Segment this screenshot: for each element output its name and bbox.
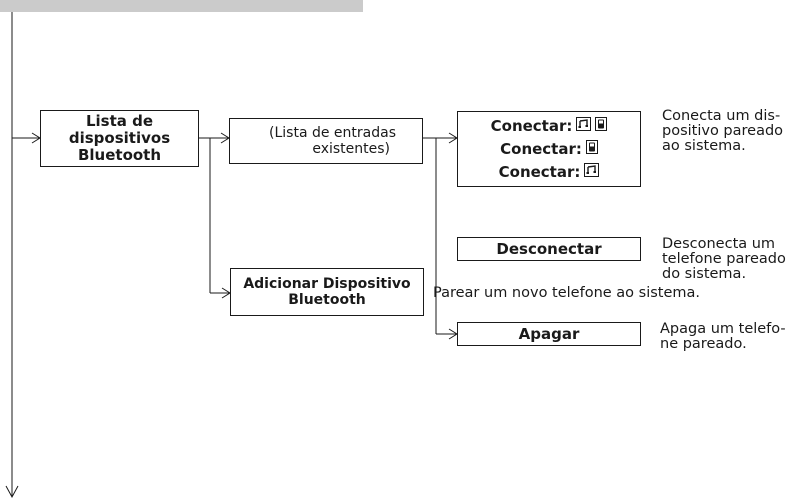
connect-desc-line-3: ao sistema. <box>662 138 746 154</box>
delete-desc-line-2: ne pareado. <box>660 336 747 352</box>
connect-box[interactable]: Conectar: Conectar: Conectar: <box>457 111 641 187</box>
disconnect-description: Desconecta um telefone pareado do sistem… <box>662 237 802 282</box>
entries-line-2: existentes) <box>312 141 390 157</box>
connect-row-phone[interactable]: Conectar: <box>500 140 598 158</box>
device-list-line-2: dispositivos <box>68 129 171 147</box>
delete-desc-line-1: Apaga um telefo- <box>660 321 786 337</box>
entries-box[interactable]: (Lista de entradas existentes) <box>229 118 423 164</box>
delete-description: Apaga um telefo- ne pareado. <box>660 322 802 352</box>
connect-label-3: Conectar: <box>498 162 581 181</box>
device-list-box[interactable]: Lista de dispositivos Bluetooth <box>40 110 199 167</box>
connect-row-music[interactable]: Conectar: <box>499 163 600 181</box>
device-list-line-1: Lista de <box>85 112 154 130</box>
disconnect-box[interactable]: Desconectar <box>457 237 641 261</box>
trunk-arrowhead <box>5 485 19 499</box>
disconnect-desc-line-3: do sistema. <box>662 266 747 282</box>
delete-label: Apagar <box>518 324 580 343</box>
add-device-description: Parear um novo telefone ao sistema. <box>433 285 701 301</box>
connect-description: Conecta um dis- positivo pareado ao sist… <box>662 109 802 154</box>
connect-desc-line-2: positivo pareado <box>662 123 784 139</box>
disconnect-desc-line-2: telefone pareado <box>662 251 786 267</box>
music-icon <box>576 117 592 135</box>
device-list-line-3: Bluetooth <box>77 146 162 164</box>
entries-line-1: (Lista de entradas <box>269 125 396 141</box>
connect-label-1: Conectar: <box>490 116 573 135</box>
disconnect-desc-line-1: Desconecta um <box>662 236 776 252</box>
phone-icon <box>595 117 608 135</box>
connect-row-music-phone[interactable]: Conectar: <box>491 117 608 135</box>
header-bar <box>0 0 363 12</box>
add-device-box[interactable]: Adicionar Dispositivo Bluetooth <box>230 268 424 316</box>
add-device-line-1: Adicionar Dispositivo <box>243 276 411 292</box>
disconnect-label: Desconectar <box>496 239 602 258</box>
connect-desc-line-1: Conecta um dis- <box>662 108 781 124</box>
connect-label-2: Conectar: <box>500 139 582 158</box>
add-device-line-2: Bluetooth <box>288 292 366 308</box>
phone-icon <box>585 140 598 158</box>
delete-box[interactable]: Apagar <box>457 322 641 346</box>
music-icon <box>584 163 600 181</box>
